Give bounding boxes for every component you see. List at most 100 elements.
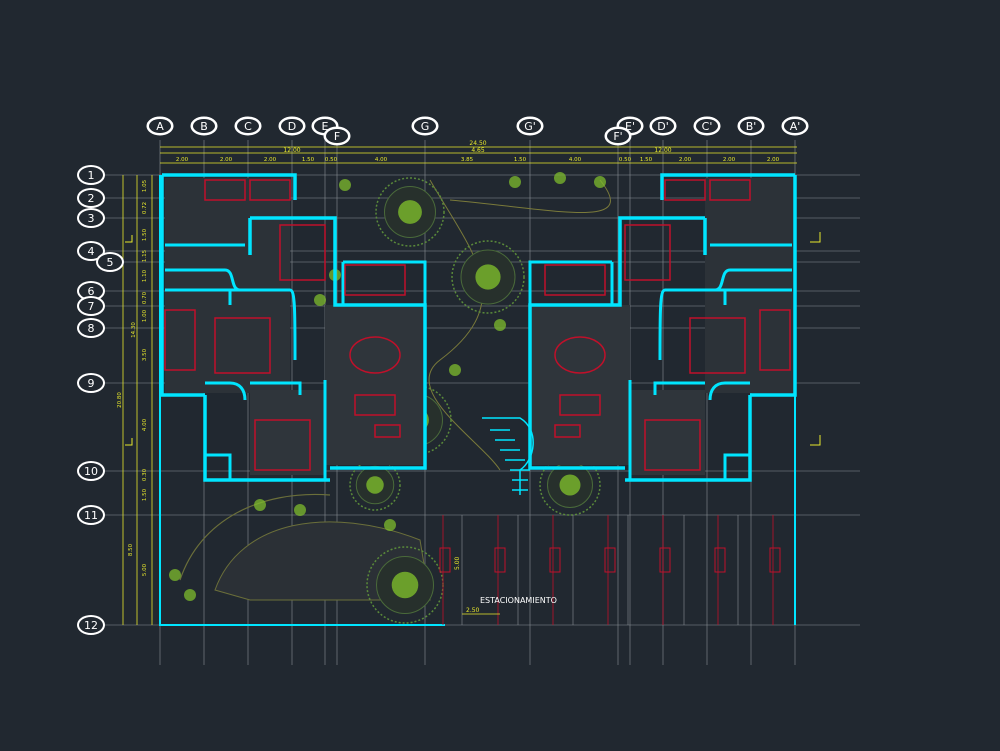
dim-left: 1.50 [142,228,148,241]
axis-bubble-row-4: 4 [77,241,105,261]
axis-label: 7 [88,300,95,313]
axis-bubble-col-A: A [146,116,174,136]
shrub [184,589,196,601]
axis-bubble-row-11: 11 [77,505,105,525]
shrub [554,172,566,184]
dim-top-mid-left: 12.00 [283,147,300,154]
axis-label: 8 [88,322,95,335]
shrub [169,569,181,581]
axis-label: 3 [88,212,95,225]
curved-garden-path [428,179,501,471]
parking-area: ESTACIONAMIENTO 5.00 2.50 [439,515,781,625]
interior-wall [165,243,427,480]
axis-bubble-col-G2: G' [516,116,544,136]
axis-bubble-col-D: D [278,116,306,136]
axis-bubble-row-5: 5 [96,252,124,272]
axis-bubble-row-2: 2 [77,188,105,208]
axis-label: 2 [88,192,95,205]
axis-label: A [156,120,164,133]
axis-label: F [334,130,340,143]
dim-top: 1.50 [302,157,315,163]
spiral-staircase [482,417,534,495]
tree [375,177,445,247]
building-left [160,173,427,482]
dim-left: 8.50 [128,543,134,556]
parking-stall-mark [439,547,451,573]
axis-bubble-row-10: 10 [77,461,105,481]
living-hatch [325,305,425,465]
axis-bubble-row-7: 7 [77,296,105,316]
bedroom-hatch [250,390,325,475]
dim-top: 4.00 [375,157,388,163]
axis-label: F' [613,130,622,143]
dim-top: 2.00 [220,157,233,163]
parking-stall-mark [659,547,671,573]
furniture-beds [164,179,406,471]
axis-label: 9 [88,377,95,390]
garden-arc [179,493,331,581]
dim-top: 0.50 [325,157,338,163]
dim-left: 4.00 [142,418,148,431]
shrub [294,504,306,516]
furniture-beds [544,179,791,471]
axis-bubble-row-3: 3 [77,208,105,228]
tree [366,546,444,624]
axis-bubble-col-F2: F' [604,126,632,146]
dim-left: 14.30 [131,322,137,338]
level-markers [125,232,821,446]
parking-stall-mark [604,547,616,573]
dim-top: 2.00 [264,157,277,163]
axis-bubble-row-1: 1 [77,165,105,185]
dim-left: 1.00 [142,309,148,322]
parking-stall-mark [549,547,561,573]
axis-label: B [200,120,208,133]
shrub [494,319,506,331]
axis-bubble-col-G: G [411,116,439,136]
axis-bubble-row-8: 8 [77,318,105,338]
axis-label: D [288,120,296,133]
exterior-wall [160,173,427,482]
shrub [339,179,351,191]
axis-bubble-row-9: 9 [77,373,105,393]
axis-bubble-col-B2: B' [737,116,765,136]
dim-top: 2.00 [723,157,736,163]
dim-left: 1.50 [142,488,148,501]
dim-top: 2.00 [679,157,692,163]
shrub [449,364,461,376]
axis-bubble-col-F: F [323,126,351,146]
dim-top: 3.85 [461,157,474,163]
interior-wall [528,243,792,480]
axis-label: B' [746,120,757,133]
axis-label: 1 [88,169,95,182]
axis-label: 4 [88,245,95,258]
dim-left: 5.00 [142,563,148,576]
shrub [384,519,396,531]
living-hatch [530,305,630,465]
floor-hatch [705,178,795,393]
axis-bubble-row-6: 6 [77,281,105,301]
axis-label: G [421,120,430,133]
axis-label: 12 [84,619,98,632]
axis-label: G' [524,120,536,133]
axis-bubble-col-C: C [234,116,262,136]
axis-bubble-col-A2: A' [781,116,809,136]
parking-dim-depth: 5.00 [454,556,461,570]
parking-stall-mark [769,547,781,573]
dim-left: 1.10 [142,269,148,282]
dim-left: 20.80 [117,392,123,408]
dim-top-mid-right: 12.00 [654,147,671,154]
parking-stalls [439,515,781,625]
gravel-area [214,521,431,601]
parking-stall-mark [714,547,726,573]
axis-bubble-col-B: B [190,116,218,136]
axis-label: 6 [88,285,95,298]
axis-bubble-row-12: 12 [77,615,105,635]
parking-dim-width: 2.50 [466,607,480,614]
dim-left: 1.15 [142,249,148,262]
dim-left: 0.70 [142,291,148,304]
parking-label: ESTACIONAMIENTO [480,596,557,605]
exterior-wall [528,173,797,482]
